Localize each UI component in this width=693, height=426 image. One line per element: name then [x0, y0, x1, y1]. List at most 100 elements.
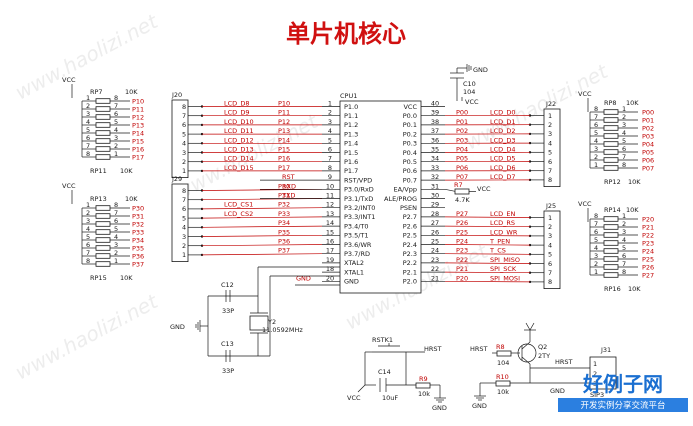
cpu-body	[339, 100, 422, 294]
q2-hrst-label: HRST	[470, 345, 488, 353]
rp7-pin-number: 5	[86, 126, 90, 134]
cpu-pin-name: P1.0	[344, 103, 358, 111]
net-wires: LCD_D8LCD_D9LCD_D10LCD_D11LCD_D12LCD_D13…	[62, 76, 592, 282]
cpu-pin-name: P0.2	[403, 130, 417, 138]
j25-pin-number: 7	[548, 269, 552, 277]
rp14-pin-number: 4	[594, 244, 598, 252]
rp13-label: RP13	[90, 195, 107, 203]
bus-wire	[444, 280, 531, 283]
cpu-pin-number: 30	[431, 192, 439, 200]
rp8-element	[603, 125, 619, 131]
net-label: LCD_RS	[490, 219, 515, 227]
cpu-pin-number: 28	[431, 210, 439, 218]
cpu-pin-name: PSEN	[400, 204, 417, 212]
rp7-port-label: P14	[132, 129, 144, 137]
rp7-pin-number: 4	[86, 118, 90, 126]
bus-wire	[444, 244, 531, 246]
port-label: P10	[278, 100, 290, 108]
cpu-pin-number: 19	[326, 256, 334, 264]
port-label: P05	[456, 155, 468, 163]
net-label: LCD_D2	[490, 127, 516, 135]
net-label: LCD_D7	[490, 173, 516, 181]
port-label: P35	[278, 228, 290, 236]
cpu-pin-number: 6	[328, 146, 332, 154]
port-label: P01	[456, 118, 468, 126]
rp8-pin-number: 2	[594, 153, 598, 161]
reset-hrst-label: HRST	[424, 345, 442, 353]
rp13-element	[95, 221, 111, 227]
rp15-value: 10K	[120, 274, 133, 282]
cpu-pin-number: 15	[326, 228, 334, 236]
cpu-pin-name: P1.7	[344, 167, 358, 175]
rp7-pin-number: 1	[114, 150, 118, 158]
cpu-pin-name: P3.1/TxD	[344, 195, 373, 203]
net-label: LCD_D12	[224, 136, 254, 144]
port-label: P32	[278, 201, 290, 209]
cpu-pin-number: 8	[328, 164, 332, 172]
rp7-label: RP7	[90, 88, 103, 96]
cpu-pin-name: P2.5	[403, 232, 417, 240]
y2-value: 11.0592MHz	[262, 326, 303, 334]
rp7-pin-number: 3	[86, 110, 90, 118]
cpu-pin-number: 25	[431, 238, 439, 246]
j31-label: J31	[600, 346, 611, 354]
rp7-pin-number: 8	[114, 94, 118, 102]
rp8-port-label: P06	[642, 156, 654, 164]
ea-wire	[444, 188, 456, 192]
port-label: P11	[278, 109, 290, 117]
j25-label: J25	[545, 202, 556, 210]
rp14-pin-number: 5	[594, 236, 598, 244]
rp7-port-label: P11	[132, 105, 144, 113]
rp12-label: RP12	[604, 178, 621, 186]
net-label: LCD_D8	[224, 100, 250, 108]
rp13-port-label: P35	[132, 244, 144, 252]
rp13-pin-number: 8	[86, 257, 90, 265]
cpu-pin-number: 23	[431, 256, 439, 264]
rp14-element	[603, 224, 619, 230]
cpu-pin-name: P3.7/RD	[344, 250, 370, 258]
cpu-pin-name: P2.3	[403, 250, 417, 258]
rp7-element	[95, 98, 111, 104]
logo-text: 好例子网	[583, 372, 663, 396]
port-label: P15	[278, 146, 290, 154]
rp13-port-label: P34	[132, 236, 144, 244]
rp8-pin-number: 8	[622, 161, 626, 169]
port-label: P13	[278, 127, 290, 135]
j20-label: J20	[171, 91, 182, 99]
cpu-right-pins: 40VCC39P0.038P0.137P0.236P0.335P0.434P0.…	[384, 100, 445, 286]
cpu-pin-name: GND	[344, 278, 359, 286]
rp13-pin-number: 4	[86, 225, 90, 233]
cpu-pin-number: 32	[431, 173, 439, 181]
rp14-pin-number: 7	[622, 260, 626, 268]
cpu-pin-number: 21	[431, 274, 439, 282]
j29-pin-number: 1	[182, 251, 186, 259]
rp13-element	[95, 261, 111, 267]
bus-wire	[201, 216, 323, 219]
rp7-pin-number: 5	[114, 118, 118, 126]
r10-label: R10	[496, 373, 509, 381]
cpu-pin-name: P1.4	[344, 140, 358, 148]
q2-gnd-label: GND	[472, 402, 487, 410]
j25-body	[543, 210, 561, 289]
cpu-pin-number: 10	[326, 182, 334, 190]
rp8-pin-number: 4	[594, 137, 598, 145]
port-label: P30	[278, 182, 290, 190]
rp7-port-label: P16	[132, 145, 144, 153]
cpu-pin-number: 7	[328, 155, 332, 163]
c10-value: 104	[463, 88, 475, 96]
rp14-port-label: P26	[642, 263, 654, 271]
cpu-pin-number: 36	[431, 136, 439, 144]
rp7-pin-number: 8	[86, 150, 90, 158]
rp14-pin-number: 7	[594, 220, 598, 228]
j31-gnd-label: GND	[550, 387, 565, 395]
rp14-port-label: P24	[642, 247, 654, 255]
j22-label: J22	[545, 100, 556, 108]
net-label: LCD_WR	[490, 228, 518, 236]
rp13-pin-number: 8	[114, 201, 118, 209]
cpu-pin-name: P2.2	[403, 259, 417, 267]
bus-wire	[444, 216, 531, 218]
rp7-pin-number: 6	[86, 134, 90, 142]
rp13-element	[95, 213, 111, 219]
